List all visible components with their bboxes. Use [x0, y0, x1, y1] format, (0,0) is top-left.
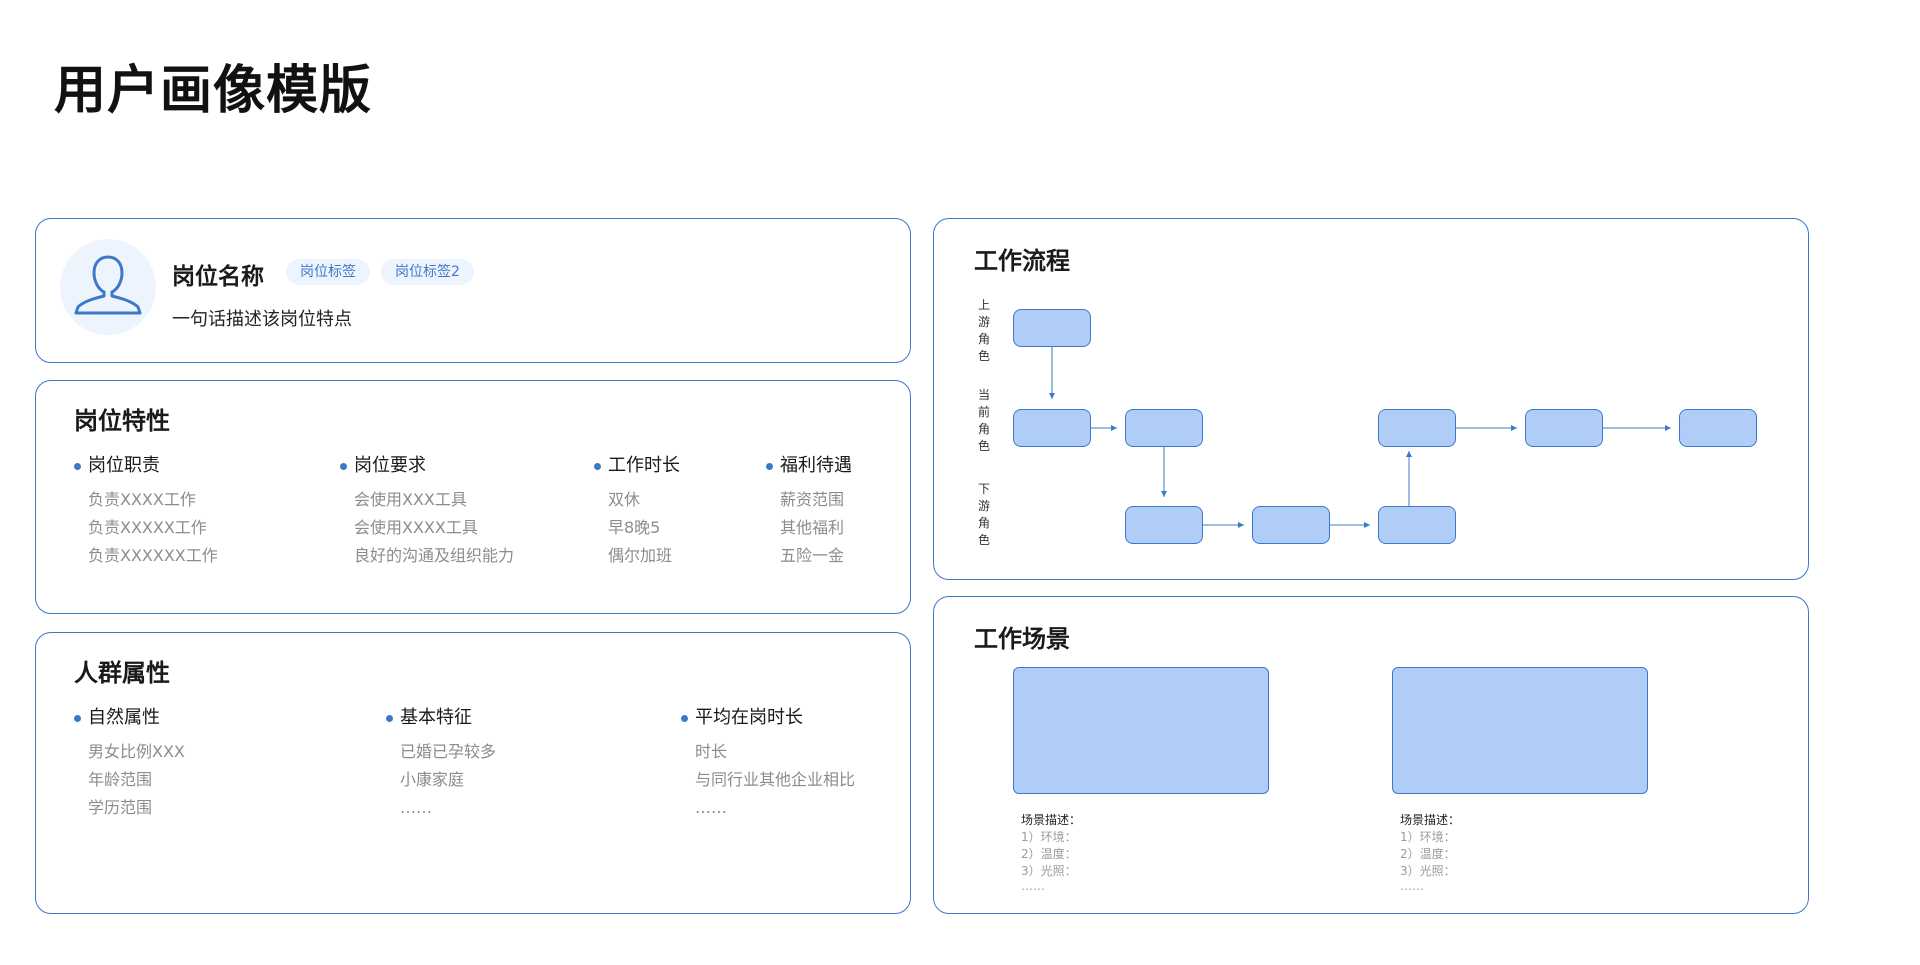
flow-node[interactable] — [1679, 409, 1757, 447]
column-heading: 基本特征 — [386, 705, 496, 731]
traits-column: 福利待遇 薪资范围 其他福利 五险一金 — [766, 453, 852, 570]
page-title: 用户画像模版 — [54, 61, 373, 121]
scene-label: 场景描述： — [1021, 813, 1082, 827]
column-heading: 工作时长 — [594, 453, 680, 479]
lane-label-upstream: 上游角色 — [977, 298, 990, 363]
bullet-dot-icon — [681, 715, 688, 722]
list-item: 良好的沟通及组织能力 — [354, 546, 515, 565]
list-item: 男女比例XXX — [88, 742, 185, 761]
demographics-column: 平均在岗时长 时长 与同行业其他企业相比 …… — [681, 705, 855, 822]
traits-column: 岗位职责 负责XXXX工作 负责XXXXX工作 负责XXXXXX工作 — [74, 453, 218, 570]
column-heading: 岗位要求 — [340, 453, 514, 479]
demographics-column: 自然属性 男女比例XXX 年龄范围 学历范围 — [74, 705, 185, 822]
traits-column: 岗位要求 会使用XXX工具 会使用XXXX工具 良好的沟通及组织能力 — [340, 453, 514, 570]
list-item: 学历范围 — [88, 798, 153, 817]
avatar — [60, 239, 156, 335]
list-item: 小康家庭 — [400, 770, 465, 789]
job-tag: 岗位标签2 — [381, 259, 474, 285]
scene-detail: 1）环境： — [1400, 830, 1456, 844]
lane-label-current: 当前角色 — [977, 388, 990, 453]
flow-node[interactable] — [1525, 409, 1603, 447]
scene-detail: 3）光照： — [1021, 864, 1077, 878]
list-item: 负责XXXXXX工作 — [88, 546, 218, 565]
work-scenes-card: 工作场景 场景描述： 1）环境： 2）温度： 3）光照： …… 场景描述： 1）… — [933, 596, 1809, 914]
scene-detail: …… — [1021, 879, 1045, 893]
bullet-dot-icon — [766, 463, 773, 470]
flow-node[interactable] — [1252, 506, 1330, 544]
list-item: …… — [695, 798, 727, 817]
list-item: 其他福利 — [780, 518, 845, 537]
list-item: 负责XXXXX工作 — [88, 518, 207, 537]
traits-column: 工作时长 双休 早8晚5 偶尔加班 — [594, 453, 680, 570]
list-item: 早8晚5 — [608, 518, 661, 537]
scene-detail: …… — [1400, 879, 1424, 893]
scenes-title: 工作场景 — [974, 625, 1070, 653]
scene-label: 场景描述： — [1400, 813, 1461, 827]
column-heading: 岗位职责 — [74, 453, 218, 479]
list-item: 时长 — [695, 742, 728, 761]
job-name: 岗位名称 — [172, 264, 264, 290]
scene-detail: 1）环境： — [1021, 830, 1077, 844]
bullet-dot-icon — [74, 715, 81, 722]
flow-node[interactable] — [1125, 409, 1203, 447]
demographics-title: 人群属性 — [74, 659, 170, 687]
lane-label-downstream: 下游角色 — [977, 482, 990, 547]
list-item: 薪资范围 — [780, 490, 845, 509]
scene-image-placeholder — [1392, 667, 1648, 794]
bullet-dot-icon — [386, 715, 393, 722]
list-item: 已婚已孕较多 — [400, 742, 497, 761]
flow-node[interactable] — [1125, 506, 1203, 544]
flow-node[interactable] — [1013, 309, 1091, 347]
list-item: 五险一金 — [780, 546, 845, 565]
bullet-dot-icon — [340, 463, 347, 470]
bullet-dot-icon — [594, 463, 601, 470]
flow-node[interactable] — [1378, 506, 1456, 544]
scene-image-placeholder — [1013, 667, 1269, 794]
list-item: 与同行业其他企业相比 — [695, 770, 856, 789]
bullet-dot-icon — [74, 463, 81, 470]
list-item: …… — [400, 798, 432, 817]
column-heading: 福利待遇 — [766, 453, 852, 479]
workflow-card: 工作流程 上游角色 当前角色 下游角色 — [933, 218, 1809, 580]
scene-detail: 2）温度： — [1400, 847, 1456, 861]
flow-connectors — [1049, 347, 1671, 528]
column-heading: 平均在岗时长 — [681, 705, 855, 731]
scene-detail: 3）光照： — [1400, 864, 1456, 878]
job-profile-card: 岗位名称 岗位标签 岗位标签2 一句话描述该岗位特点 — [35, 218, 911, 363]
traits-title: 岗位特性 — [74, 407, 170, 435]
workflow-title: 工作流程 — [974, 247, 1070, 275]
list-item: 双休 — [608, 490, 641, 509]
list-item: 负责XXXX工作 — [88, 490, 196, 509]
list-item: 偶尔加班 — [608, 546, 673, 565]
demographics-column: 基本特征 已婚已孕较多 小康家庭 …… — [386, 705, 496, 822]
user-outline-icon — [74, 255, 142, 315]
list-item: 年龄范围 — [88, 770, 153, 789]
column-heading: 自然属性 — [74, 705, 185, 731]
list-item: 会使用XXXX工具 — [354, 518, 478, 537]
flow-node[interactable] — [1378, 409, 1456, 447]
list-item: 会使用XXX工具 — [354, 490, 467, 509]
job-traits-card: 岗位特性 岗位职责 负责XXXX工作 负责XXXXX工作 负责XXXXXX工作 … — [35, 380, 911, 614]
demographics-card: 人群属性 自然属性 男女比例XXX 年龄范围 学历范围 基本特征 已婚已孕较多 … — [35, 632, 911, 914]
job-description: 一句话描述该岗位特点 — [172, 309, 352, 330]
scene-detail: 2）温度： — [1021, 847, 1077, 861]
flow-node[interactable] — [1013, 409, 1091, 447]
job-tag: 岗位标签 — [286, 259, 370, 285]
